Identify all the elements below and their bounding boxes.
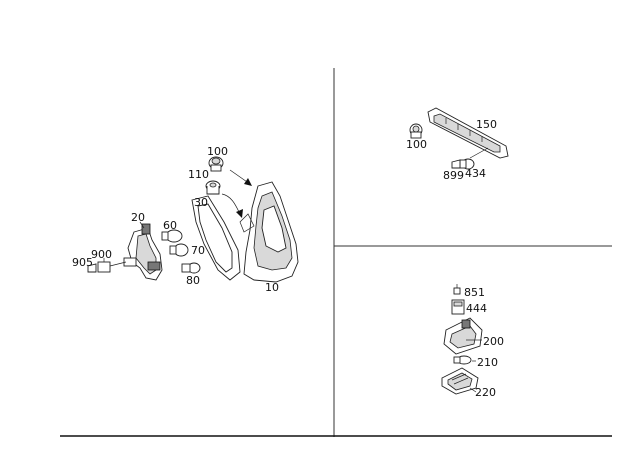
label-899: 899: [443, 169, 464, 182]
top-right-panel: 150 100 899 434: [406, 107, 509, 182]
lamp-housing-200: [443, 317, 483, 355]
label-20: 20: [131, 211, 145, 224]
label-10: 10: [265, 281, 279, 294]
label-210: 210: [477, 356, 498, 369]
brake-light-bar: [427, 107, 509, 159]
screw-905: [87, 263, 97, 273]
bracket-444: [451, 299, 465, 315]
lens-220: [441, 367, 479, 395]
label-220: 220: [475, 386, 496, 399]
grommet-100: [208, 156, 224, 172]
clip-110: [205, 180, 221, 195]
label-200: 200: [483, 335, 504, 348]
label-444: 444: [466, 302, 487, 315]
label-150: 150: [476, 118, 497, 131]
label-100: 100: [207, 145, 228, 158]
assembly-arrows: [221, 169, 252, 218]
gasket: [191, 195, 241, 281]
label-80: 80: [186, 274, 200, 287]
label-905: 905: [72, 256, 93, 269]
bulb-70: [169, 243, 189, 257]
label-60: 60: [163, 219, 177, 232]
bulb-434: [459, 158, 475, 170]
label-434: 434: [465, 167, 486, 180]
left-panel: 100 110 30 20 60 70 80 900 905 10: [72, 145, 299, 294]
screw-851: [453, 284, 461, 295]
connector-899: [451, 159, 461, 169]
bulb-holder: [123, 223, 163, 281]
bulb-60: [161, 229, 183, 243]
grommet-100-right: [409, 123, 423, 139]
label-70: 70: [191, 244, 205, 257]
bottom-right-panel: 851 444 200 210 220: [441, 284, 504, 399]
label-110: 110: [188, 168, 209, 181]
tail-light-housing: [239, 181, 299, 283]
label-851: 851: [464, 286, 485, 299]
bulb-210: [453, 355, 472, 365]
bulb-80: [181, 262, 201, 274]
label-900: 900: [91, 248, 112, 261]
label-100-right: 100: [406, 138, 427, 151]
label-30: 30: [194, 196, 208, 209]
connector-900: [97, 261, 127, 273]
